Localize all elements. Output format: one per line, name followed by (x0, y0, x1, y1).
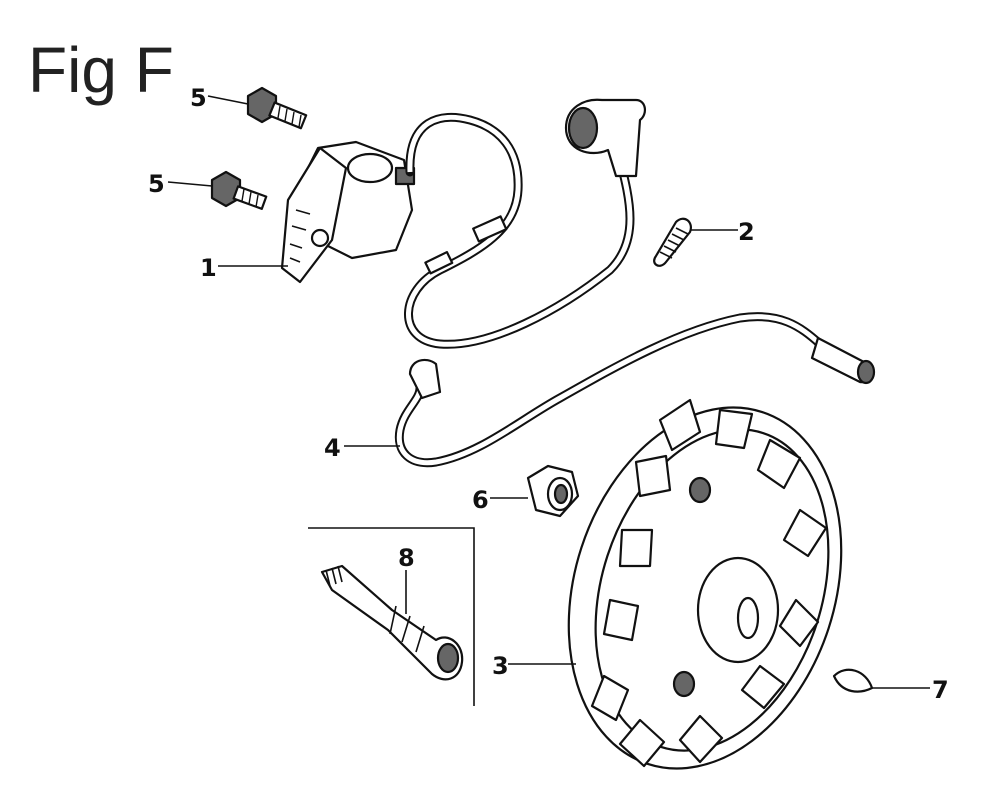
bolt-upper (246, 86, 308, 130)
callout-3: 3 (492, 652, 509, 680)
callout-5-upper: 5 (190, 84, 207, 112)
high-tension-lead (404, 98, 646, 349)
callout-4: 4 (324, 434, 341, 462)
ignition-coil (280, 140, 416, 284)
callout-6: 6 (472, 486, 489, 514)
spring (653, 217, 692, 267)
woodruff-key (832, 668, 874, 693)
part-8-box (308, 527, 475, 706)
flywheel-nut (526, 464, 580, 518)
callout-7: 7 (932, 676, 949, 704)
figure-title: Fig F (28, 34, 174, 106)
flywheel (567, 398, 843, 770)
callout-5-lower: 5 (148, 170, 165, 198)
crank-pin (320, 564, 464, 681)
bolt-lower (210, 170, 268, 210)
callout-8: 8 (398, 544, 415, 572)
leader-lines (167, 95, 930, 689)
ground-wire (394, 312, 876, 468)
callout-1: 1 (200, 254, 217, 282)
callout-2: 2 (738, 218, 755, 246)
